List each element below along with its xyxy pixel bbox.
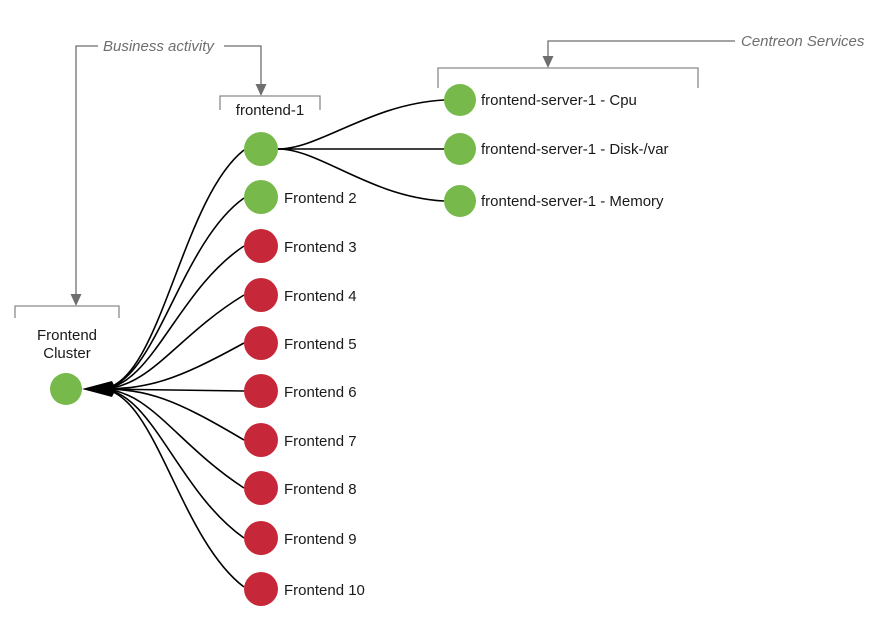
list-item-svc-disk-var[interactable]: frontend-server-1 - Disk-/var: [444, 133, 669, 165]
node-frontend-5[interactable]: [244, 326, 278, 360]
node-frontend-6[interactable]: [244, 374, 278, 408]
centreon-services-leader: [547, 40, 735, 61]
edge-cluster-frontend-10: [99, 388, 245, 588]
edge-cluster-frontend-6: [99, 388, 245, 392]
node-label-svc-cpu: frontend-server-1 - Cpu: [481, 92, 637, 109]
edge-cluster-frontend-1: [99, 149, 245, 390]
list-item-frontend-6[interactable]: Frontend 6: [244, 374, 357, 408]
edge-cluster-frontend-2: [99, 197, 245, 390]
node-frontend-9[interactable]: [244, 521, 278, 555]
business-activity-leader-right: [224, 45, 262, 89]
node-label-frontend-10: Frontend 10: [284, 582, 365, 599]
node-frontend-1[interactable]: [244, 132, 278, 166]
node-frontend-4[interactable]: [244, 278, 278, 312]
node-svc-cpu[interactable]: [444, 84, 476, 116]
node-label-frontend-6: Frontend 6: [284, 384, 357, 401]
annotation-business-activity: Business activity: [70, 38, 267, 306]
list-item-frontend-10[interactable]: Frontend 10: [244, 572, 365, 606]
edge-cluster-frontend-9: [99, 388, 245, 539]
list-item-frontend-7[interactable]: Frontend 7: [244, 423, 357, 457]
node-label-svc-disk-var: frontend-server-1 - Disk-/var: [481, 141, 669, 158]
edge-convergence-arrow: [82, 381, 116, 397]
list-item-frontend-5[interactable]: Frontend 5: [244, 326, 357, 360]
node-label-frontend-8: Frontend 8: [284, 481, 357, 498]
list-item-frontend-9[interactable]: Frontend 9: [244, 521, 357, 555]
frontend-1-bracket: [219, 95, 321, 110]
frontend-node-column: Frontend 2 Frontend 3 Frontend 4 Fronten…: [244, 132, 365, 606]
node-frontend-cluster[interactable]: [50, 373, 82, 405]
list-item-frontend-3[interactable]: Frontend 3: [244, 229, 357, 263]
list-item-frontend-8[interactable]: Frontend 8: [244, 471, 357, 505]
node-svc-disk-var[interactable]: [444, 133, 476, 165]
group-frontend-cluster: Frontend Cluster: [14, 305, 120, 405]
edge-cluster-frontend-3: [99, 245, 245, 390]
node-frontend-10[interactable]: [244, 572, 278, 606]
frontend-cluster-label-line2: Cluster: [43, 345, 91, 362]
edge-cluster-frontend-8: [99, 388, 245, 489]
frontend-1-group-label: frontend-1: [236, 102, 304, 119]
edge-frontend1-svc-cpu: [277, 99, 445, 150]
annotation-business-activity-label: Business activity: [103, 38, 215, 55]
edges-frontend1-to-services: [277, 99, 445, 202]
edge-cluster-frontend-7: [99, 388, 245, 441]
node-label-frontend-2: Frontend 2: [284, 190, 357, 207]
list-item-svc-cpu[interactable]: frontend-server-1 - Cpu: [444, 84, 637, 116]
frontend-cluster-bracket: [14, 305, 120, 318]
centreon-services-bracket: [437, 67, 699, 88]
business-activity-arrow-head-right: [255, 84, 267, 96]
node-frontend-8[interactable]: [244, 471, 278, 505]
edge-frontend1-svc-memory: [277, 148, 445, 202]
centreon-services-arrow-head: [542, 56, 554, 68]
node-label-frontend-7: Frontend 7: [284, 433, 357, 450]
service-node-column: frontend-server-1 - Cpu frontend-server-…: [444, 84, 669, 217]
list-item-frontend-2[interactable]: Frontend 2: [244, 180, 357, 214]
node-label-frontend-3: Frontend 3: [284, 239, 357, 256]
edges-cluster-to-frontends: [82, 149, 245, 588]
group-centreon-services: [437, 67, 699, 88]
node-label-frontend-4: Frontend 4: [284, 288, 357, 305]
node-frontend-7[interactable]: [244, 423, 278, 457]
business-activity-leader-left: [75, 45, 98, 299]
node-frontend-2[interactable]: [244, 180, 278, 214]
edge-cluster-frontend-4: [99, 294, 245, 390]
group-frontend-1: frontend-1: [219, 95, 321, 119]
frontend-cluster-label-line1: Frontend: [37, 327, 97, 344]
node-svc-memory[interactable]: [444, 185, 476, 217]
node-label-frontend-9: Frontend 9: [284, 531, 357, 548]
list-item-frontend-1[interactable]: [244, 132, 278, 166]
annotation-centreon-services-label: Centreon Services: [741, 33, 865, 50]
annotation-centreon-services: Centreon Services: [542, 33, 865, 68]
list-item-svc-memory[interactable]: frontend-server-1 - Memory: [444, 185, 664, 217]
business-activity-arrow-head-left: [70, 294, 82, 306]
node-frontend-3[interactable]: [244, 229, 278, 263]
node-label-svc-memory: frontend-server-1 - Memory: [481, 193, 664, 210]
node-label-frontend-5: Frontend 5: [284, 336, 357, 353]
list-item-frontend-4[interactable]: Frontend 4: [244, 278, 357, 312]
